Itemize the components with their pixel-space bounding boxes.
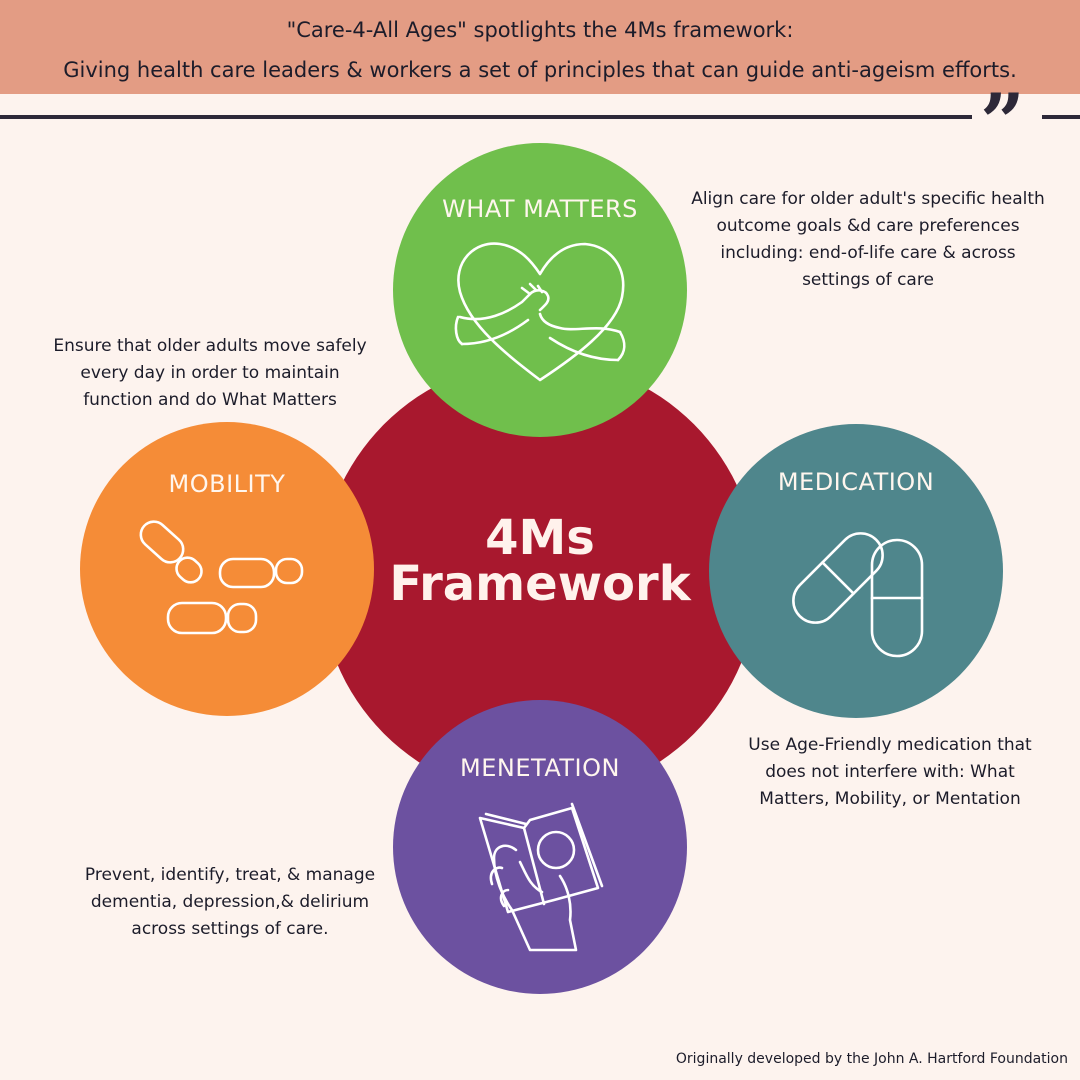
header-line-1: "Care-4-All Ages" spotlights the 4Ms fra… — [286, 18, 794, 42]
mentation-desc-line: Prevent, identify, treat, & manage — [84, 865, 376, 885]
medication-description: Use Age-Friendly medication that does no… — [720, 732, 1060, 813]
what-matters-desc-line: outcome goals &d care preferences — [716, 216, 1020, 236]
what-matters-desc-line: Align care for older adult's specific he… — [691, 189, 1045, 209]
mentation-desc-line: dementia, depression,& delirium — [90, 892, 370, 912]
mobility-desc-line: every day in order to maintain — [80, 363, 340, 383]
footprints-icon — [139, 520, 304, 635]
pills-icon — [792, 532, 924, 658]
mentation-desc-line: across settings of care. — [131, 919, 329, 939]
what-matters-title: WHAT MATTERS — [442, 195, 638, 223]
header-line-2: Giving health care leaders & workers a s… — [63, 58, 1017, 82]
divider-rule-left — [0, 115, 972, 119]
center-title-line-1: 4Ms — [485, 510, 595, 566]
header-banner: "Care-4-All Ages" spotlights the 4Ms fra… — [0, 0, 1080, 94]
center-title-line-2: Framework — [389, 556, 691, 612]
footer-credit: Originally developed by the John A. Hart… — [675, 1051, 1068, 1067]
what-matters-description: Align care for older adult's specific he… — [672, 186, 1064, 294]
medication-title: MEDICATION — [777, 468, 935, 496]
medication-desc-line: Matters, Mobility, or Mentation — [759, 789, 1021, 809]
what-matters-desc-line: settings of care — [802, 270, 934, 290]
book-in-hand-icon — [478, 802, 604, 952]
mentation-title: MENETATION — [460, 754, 620, 782]
medication-desc-line: does not interfere with: What — [765, 762, 1015, 782]
medication-circle — [709, 424, 1003, 718]
heart-hug-icon — [454, 242, 626, 382]
mobility-title: MOBILITY — [168, 470, 286, 498]
what-matters-desc-line: including: end-of-life care & across — [720, 243, 1016, 263]
mentation-description: Prevent, identify, treat, & manage demen… — [60, 862, 400, 943]
mobility-desc-line: function and do What Matters — [83, 390, 337, 410]
divider-rule-right — [1042, 115, 1080, 119]
mobility-description: Ensure that older adults move safely eve… — [30, 333, 390, 414]
medication-desc-line: Use Age-Friendly medication that — [748, 735, 1032, 755]
mentation-circle — [393, 700, 687, 994]
mobility-circle — [80, 422, 374, 716]
quote-mark-icon: ” — [980, 77, 1025, 168]
mobility-desc-line: Ensure that older adults move safely — [53, 336, 367, 356]
